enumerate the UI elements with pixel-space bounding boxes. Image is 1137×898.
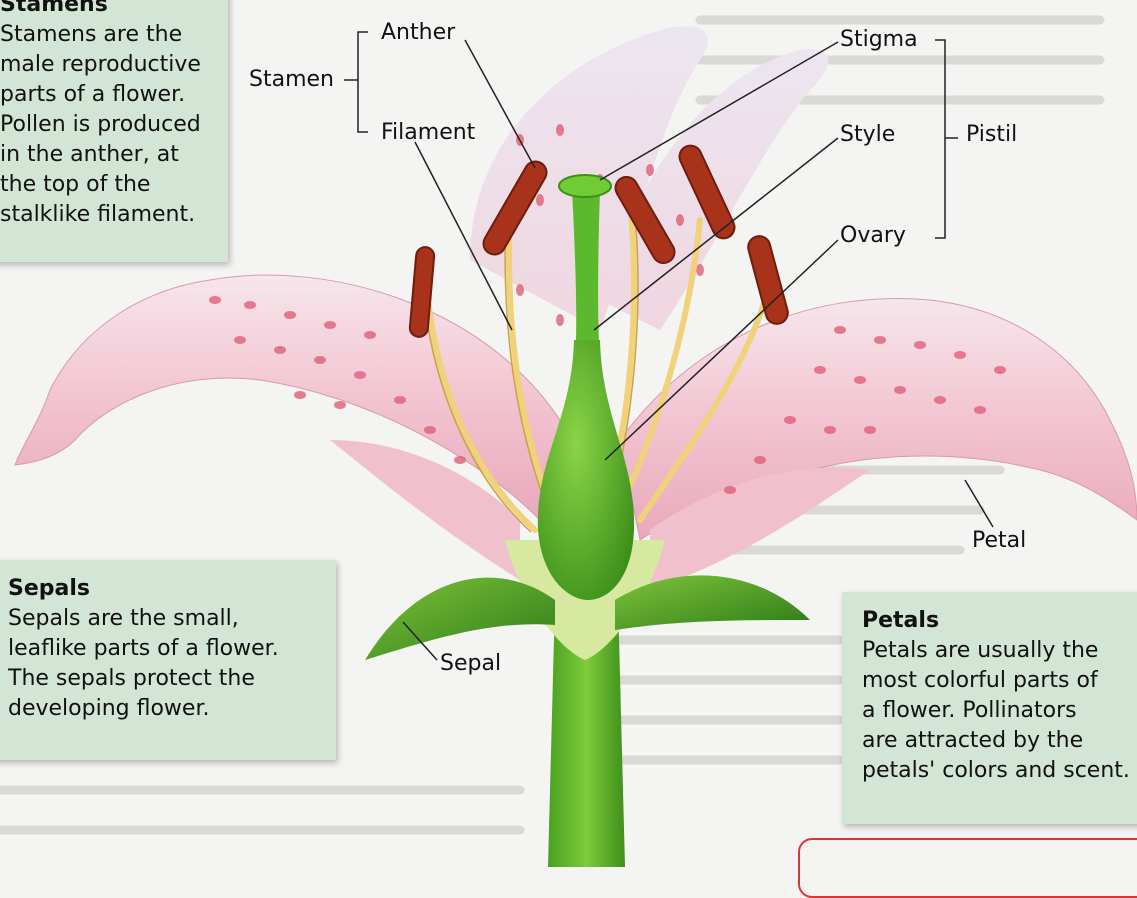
label-anther: Anther: [381, 20, 455, 46]
label-stamen: Stamen: [249, 67, 334, 93]
label-style: Style: [840, 122, 895, 148]
sepals-title: Sepals: [8, 574, 336, 604]
red-callout-frame: [798, 838, 1137, 898]
label-ovary: Ovary: [840, 223, 906, 249]
stamens-callout: Stamens Stamens are the male reproductiv…: [0, 0, 228, 262]
petals-title: Petals: [862, 606, 1137, 636]
sepals-callout: Sepals Sepals are the small, leaflike pa…: [0, 560, 336, 760]
style: [572, 190, 600, 360]
label-pistil: Pistil: [966, 122, 1017, 148]
sepal-leaf-left: [365, 578, 555, 660]
label-filament: Filament: [381, 120, 475, 146]
stamens-body: Stamens are the male reproductive parts …: [0, 20, 228, 230]
petals-body: Petals are usually the most colorful par…: [862, 636, 1137, 786]
label-stigma: Stigma: [840, 27, 918, 53]
sepals-body: Sepals are the small, leaflike parts of …: [8, 604, 336, 724]
label-petal: Petal: [972, 528, 1026, 554]
stamens-title: Stamens: [0, 0, 228, 20]
label-sepal: Sepal: [440, 651, 501, 677]
petals-callout: Petals Petals are usually the most color…: [842, 592, 1137, 824]
ovary: [538, 340, 634, 600]
